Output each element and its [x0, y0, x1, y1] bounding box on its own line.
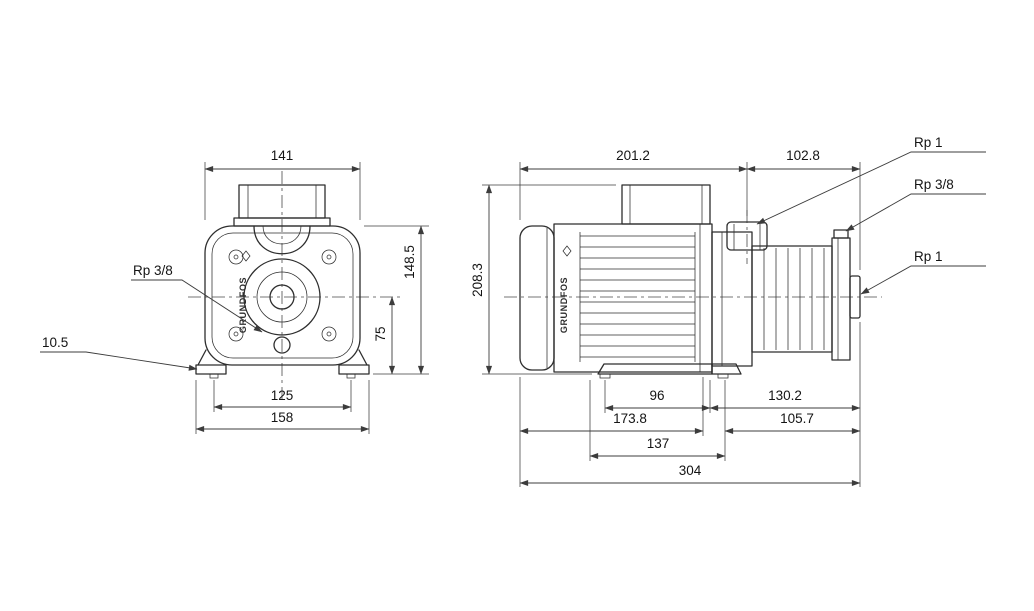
- port-label-front-plug: Rp 3/8: [133, 263, 173, 278]
- motor-fins: [579, 232, 696, 362]
- dim-front-foot-hole-span: 125: [213, 380, 352, 412]
- side-end-port: [849, 275, 861, 319]
- grundfos-symbol-icon: [562, 245, 572, 257]
- front-feet: [195, 349, 370, 379]
- dim-side-pump-length: 102.8: [746, 148, 861, 270]
- port-label-top: Rp 1: [914, 135, 943, 150]
- side-fan-cover: [519, 225, 555, 371]
- front-grundfos-logo: GRUNDFOS: [238, 250, 251, 333]
- dim-label-overall-height: 208.3: [470, 263, 485, 297]
- label-side-plug-port: Rp 3/8: [845, 177, 986, 232]
- side-view: GRUNDFOS: [470, 135, 986, 487]
- side-motor-body: [553, 223, 713, 373]
- side-feet: [597, 363, 742, 379]
- side-pump-head: [711, 231, 753, 367]
- dim-side-motor-span: 173.8: [519, 377, 704, 487]
- dim-front-base-width: 158: [195, 380, 370, 434]
- side-terminal-box: [621, 184, 711, 225]
- front-suction-port: [243, 258, 321, 336]
- dim-label-motor-span: 173.8: [613, 411, 647, 426]
- front-drain-plug: [273, 336, 291, 354]
- side-centerlines: [504, 210, 882, 298]
- dim-side-motor-foot-span: 96: [604, 380, 711, 413]
- label-side-end-port: Rp 1: [860, 249, 986, 295]
- corner-screw-icon: [321, 249, 337, 265]
- front-brand-text: GRUNDFOS: [238, 277, 248, 333]
- dim-label-base-thickness: 10.5: [42, 335, 68, 350]
- dim-label-pump-foot-span: 105.7: [780, 411, 814, 426]
- dim-label-right-height: 148.5: [402, 245, 417, 279]
- dim-label-pump-section: 130.2: [768, 388, 802, 403]
- dim-side-overall-height: 208.3: [470, 184, 616, 375]
- dim-label-center-height: 75: [373, 326, 388, 341]
- dim-front-top-width: 141: [204, 148, 361, 220]
- grundfos-symbol-icon: [241, 250, 251, 262]
- dim-label-overall-length: 304: [679, 463, 702, 478]
- dim-label-pump-length: 102.8: [786, 148, 820, 163]
- dim-label-motor-foot-span: 96: [649, 388, 664, 403]
- side-vent-plug: [833, 229, 849, 239]
- dim-side-overall-length: 304: [519, 463, 861, 487]
- label-front-base-thickness: 10.5: [40, 335, 198, 371]
- side-brand-text: GRUNDFOS: [559, 277, 569, 333]
- dim-front-right-height: 148.5: [364, 225, 429, 375]
- dim-side-foot-spacing: 137: [589, 380, 726, 461]
- side-end-plate: [831, 237, 851, 361]
- dim-label-foot-hole-span: 125: [271, 388, 294, 403]
- label-front-plug-port: Rp 3/8: [131, 263, 263, 333]
- label-side-top-port: Rp 1: [756, 135, 986, 225]
- dim-label-motor-length: 201.2: [616, 148, 650, 163]
- corner-screw-icon: [228, 326, 244, 342]
- dim-label-top-width: 141: [271, 148, 294, 163]
- dim-label-base-width: 158: [271, 410, 294, 425]
- dim-label-foot-spacing: 137: [647, 436, 670, 451]
- port-label-end: Rp 1: [914, 249, 943, 264]
- corner-screw-icon: [321, 326, 337, 342]
- dim-front-center-height: 75: [373, 296, 396, 375]
- corner-screw-icon: [228, 249, 244, 265]
- front-view: GRUNDFOS 141 148.5 75 125: [40, 148, 429, 434]
- front-pump-body: [204, 225, 361, 366]
- port-label-plug: Rp 3/8: [914, 177, 954, 192]
- dim-side-pump-section: 130.2: [709, 322, 861, 487]
- side-grundfos-logo: GRUNDFOS: [559, 245, 572, 333]
- dim-side-pump-foot-span: 105.7: [724, 380, 861, 461]
- side-chamber-stack: [751, 245, 833, 353]
- dim-side-motor-length: 201.2: [519, 148, 748, 220]
